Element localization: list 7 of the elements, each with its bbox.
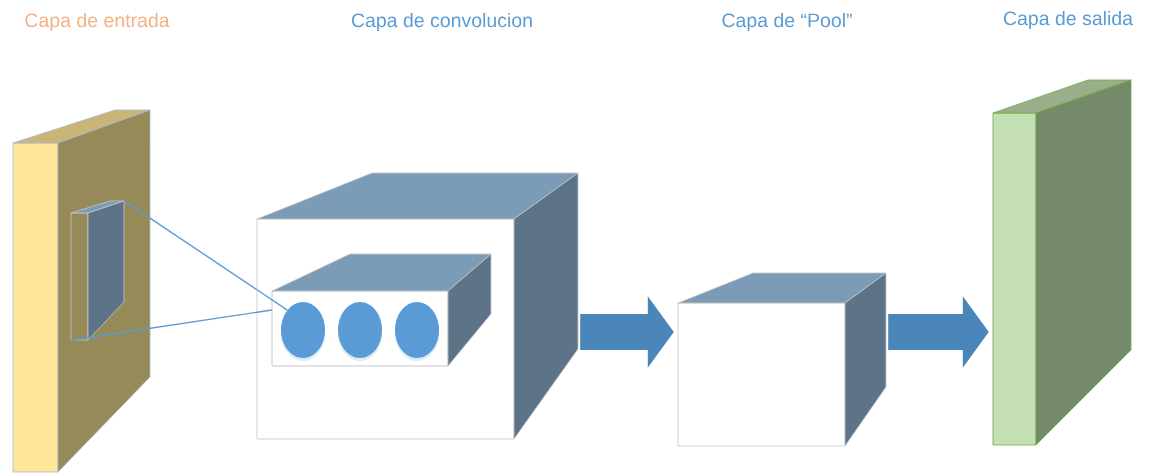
layer-title: Capa de “Pool” (722, 12, 852, 32)
pool-cube (677, 272, 887, 447)
output-layer-slab (992, 79, 1132, 446)
layer-title: Capa de salida (1003, 10, 1133, 30)
layer-title: Capa de entrada (25, 12, 170, 32)
layer-title: Capa de convolucion (351, 12, 532, 32)
connector-line (123, 200, 288, 311)
